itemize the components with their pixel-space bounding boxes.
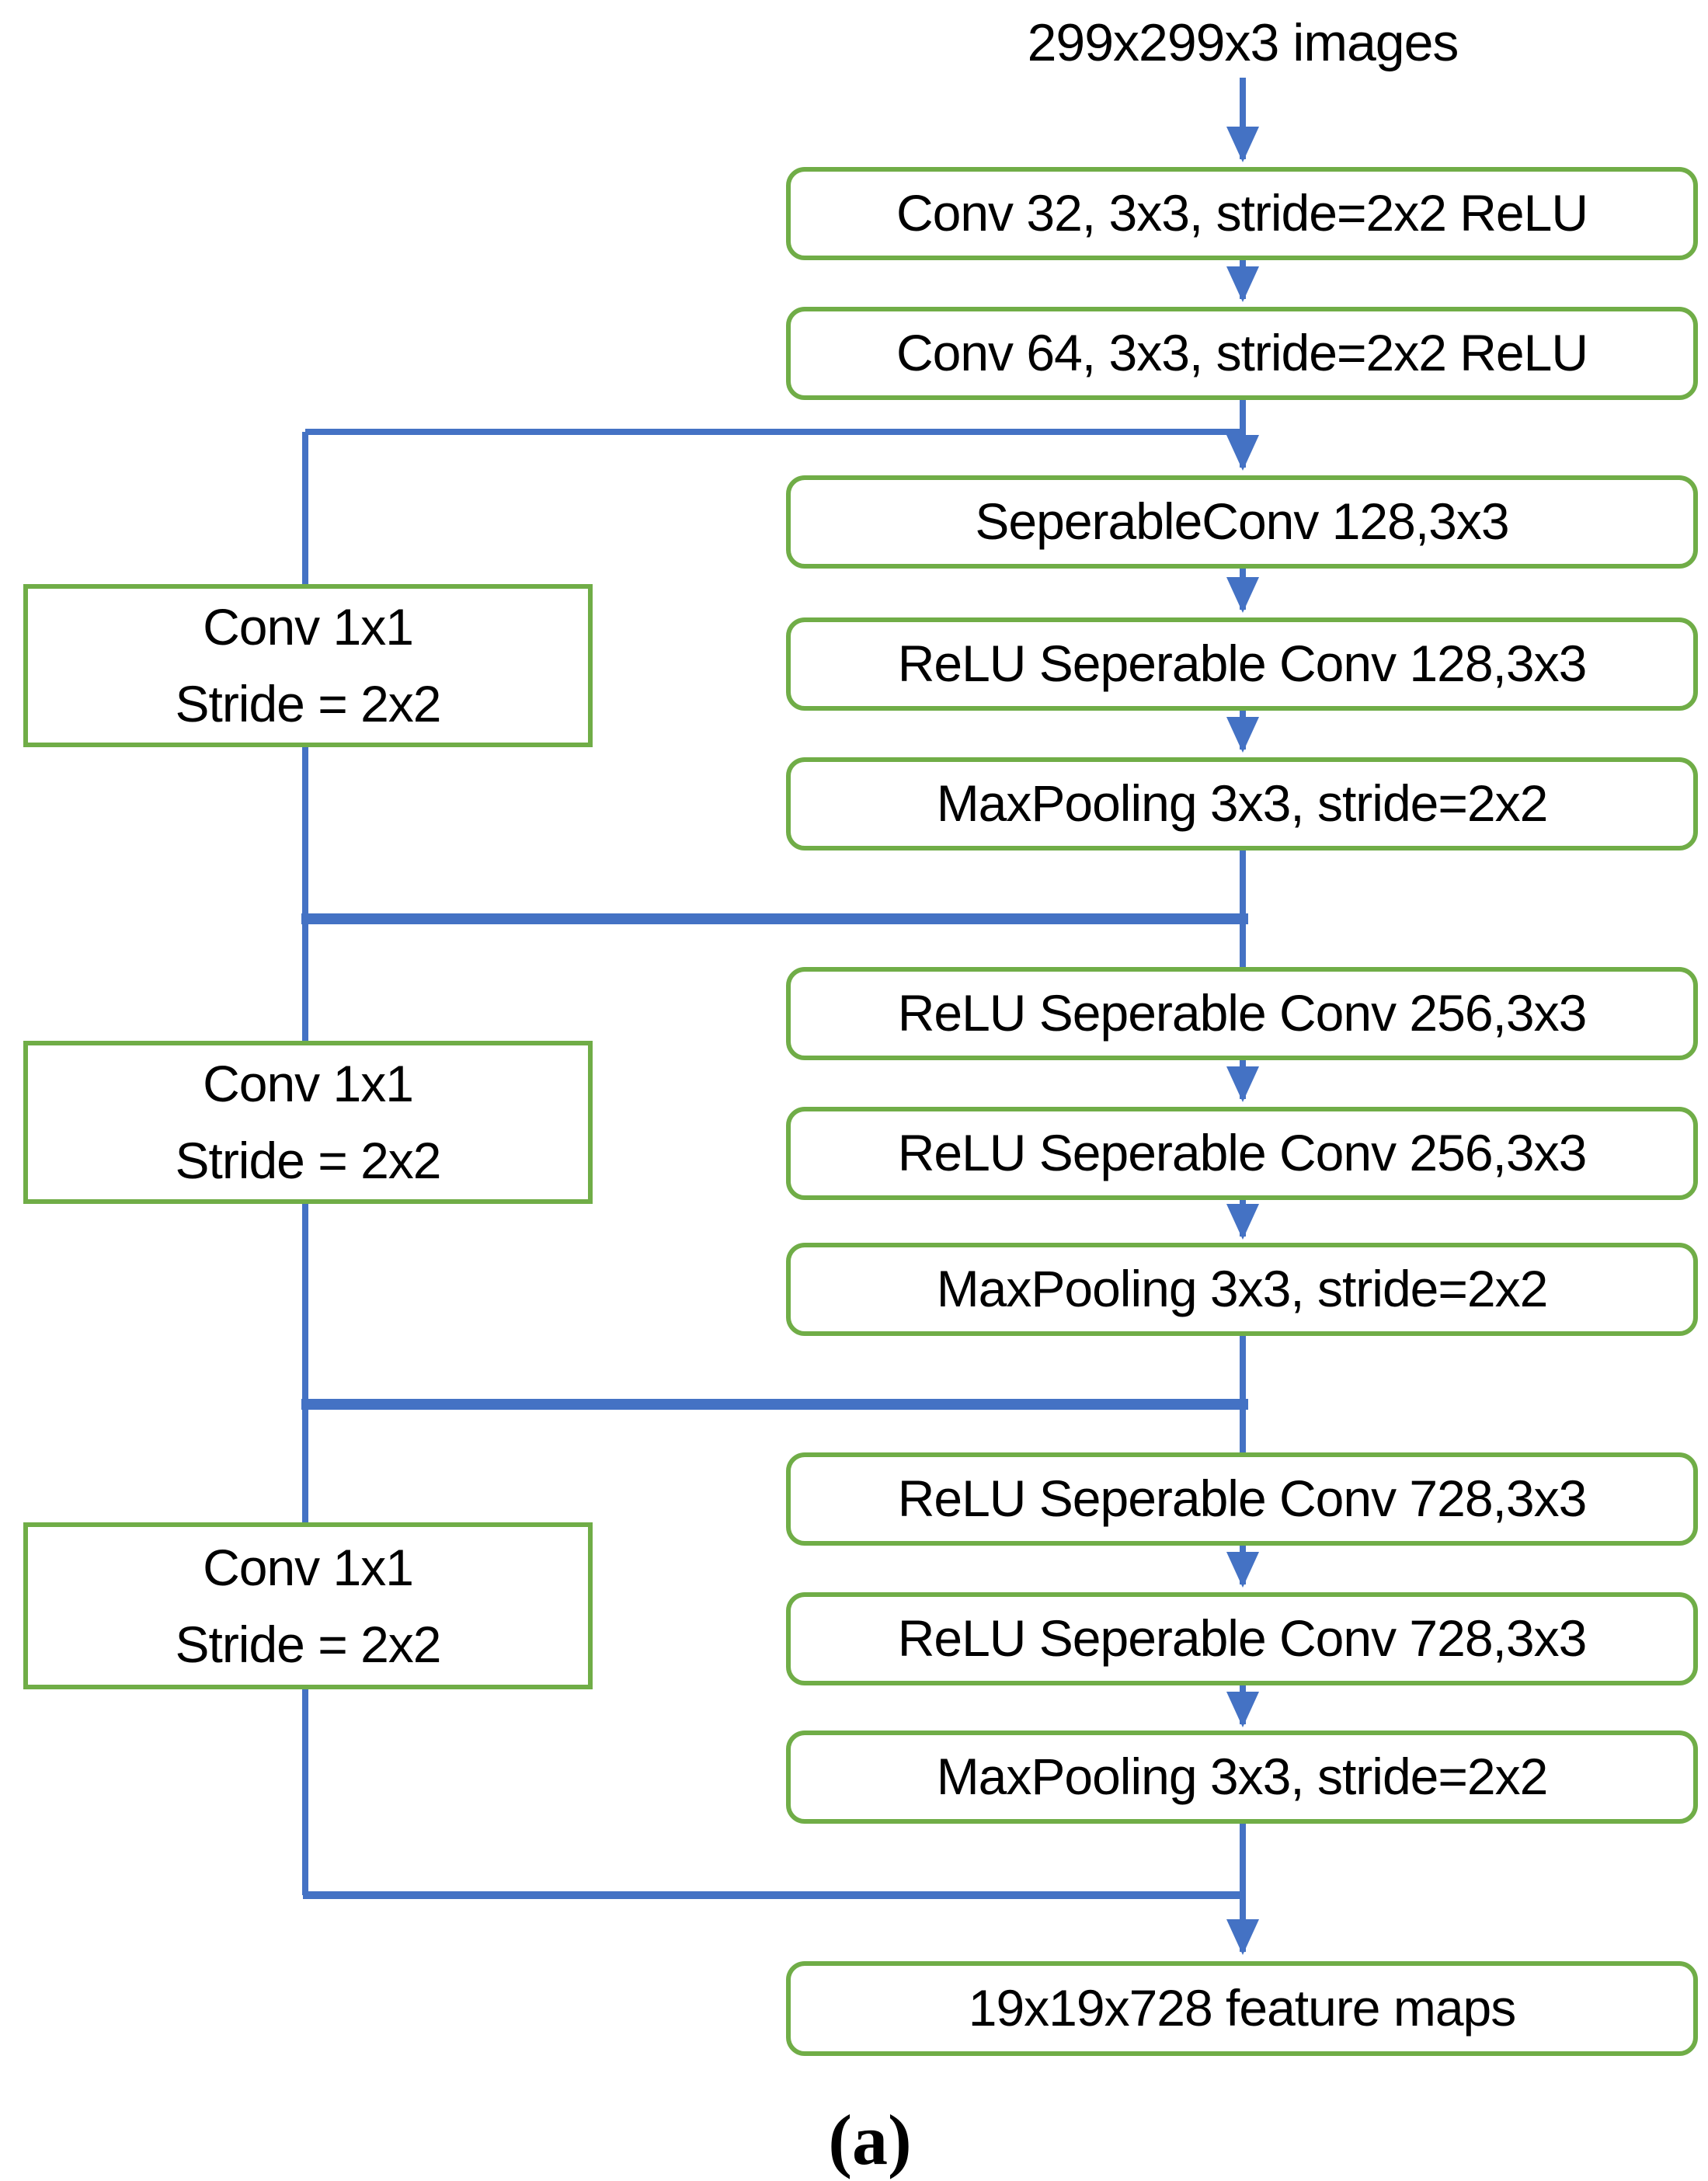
skip-conv-1-line2: Stride = 2x2 bbox=[175, 675, 441, 732]
node-feature-maps: 19x19x728 feature maps bbox=[786, 1961, 1698, 2056]
node-relu-sep-256b: ReLU Seperable Conv 256,3x3 bbox=[786, 1107, 1698, 1200]
node-maxpool-2: MaxPooling 3x3, stride=2x2 bbox=[786, 1243, 1698, 1336]
node-maxpool-3: MaxPooling 3x3, stride=2x2 bbox=[786, 1731, 1698, 1824]
node-sepconv128: SeperableConv 128,3x3 bbox=[786, 475, 1698, 569]
input-label: 299x299x3 images bbox=[1027, 13, 1459, 72]
skip-conv-2-line2: Stride = 2x2 bbox=[175, 1132, 441, 1189]
node-maxpool-1: MaxPooling 3x3, stride=2x2 bbox=[786, 757, 1698, 850]
node-relu-sep-728a: ReLU Seperable Conv 728,3x3 bbox=[786, 1452, 1698, 1546]
node-relu-sep-128: ReLU Seperable Conv 128,3x3 bbox=[786, 617, 1698, 711]
skip-conv-3-line1: Conv 1x1 bbox=[203, 1538, 414, 1596]
node-relu-sep-256a: ReLU Seperable Conv 256,3x3 bbox=[786, 967, 1698, 1060]
skip-conv-3-line2: Stride = 2x2 bbox=[175, 1615, 441, 1673]
skip-conv-1-line1: Conv 1x1 bbox=[203, 598, 414, 656]
node-skip-conv-2: Conv 1x1 Stride = 2x2 bbox=[23, 1041, 593, 1204]
node-relu-sep-728b: ReLU Seperable Conv 728,3x3 bbox=[786, 1592, 1698, 1685]
node-conv32: Conv 32, 3x3, stride=2x2 ReLU bbox=[786, 167, 1698, 260]
skip-conv-2-line1: Conv 1x1 bbox=[203, 1055, 414, 1112]
node-skip-conv-3: Conv 1x1 Stride = 2x2 bbox=[23, 1522, 593, 1689]
node-skip-conv-1: Conv 1x1 Stride = 2x2 bbox=[23, 584, 593, 747]
figure-caption: (a) bbox=[828, 2100, 912, 2179]
node-conv64: Conv 64, 3x3, stride=2x2 ReLU bbox=[786, 307, 1698, 400]
